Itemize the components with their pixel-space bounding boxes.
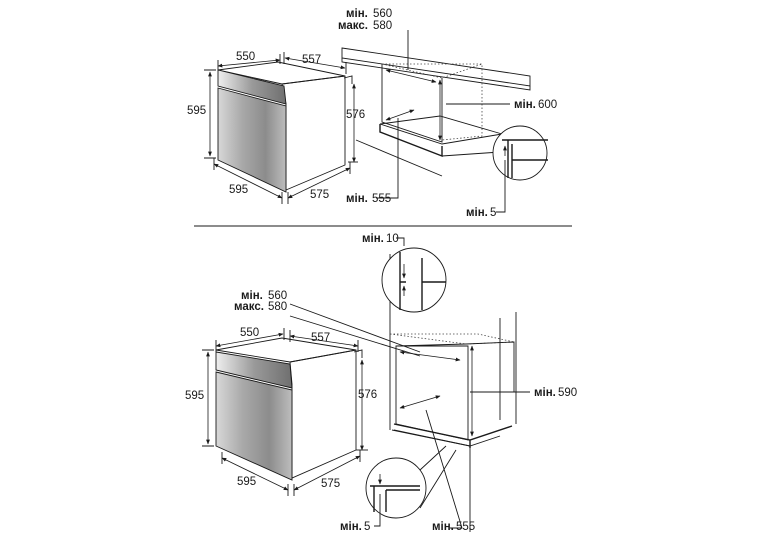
top-depth-value: 555 <box>372 193 391 205</box>
bottom-gap-value: 5 <box>364 521 370 533</box>
bottom-cabinet-leaders <box>289 303 530 529</box>
bottom-cabinet-panels <box>389 254 517 532</box>
bottom-height-prefix: мін. <box>534 387 556 399</box>
bottom-oven-door <box>215 371 293 481</box>
bottom-max-prefix: макс. <box>234 301 264 313</box>
top-oven-front-width-label: 595 <box>229 184 248 196</box>
bottom-low-zoom-detail <box>370 485 420 512</box>
top-countertop <box>341 47 531 87</box>
top-height-value: 600 <box>538 99 557 111</box>
top-height-prefix: мін. <box>514 99 536 111</box>
bottom-depth-prefix: мін. <box>432 521 454 533</box>
top-oven-side-depth-label: 575 <box>310 189 329 201</box>
bottom-low-zoom-circle <box>365 457 427 519</box>
top-min-value: 560 <box>373 8 392 20</box>
bottom-oven-front-width-label: 595 <box>237 476 256 488</box>
bottom-oven-dims <box>202 328 368 496</box>
top-oven-width-label: 550 <box>236 51 255 63</box>
top-cabinet-floor <box>355 139 501 177</box>
bottom-cabinet <box>289 237 530 532</box>
top-cabinet-leaders <box>376 30 510 199</box>
bottom-min-value: 560 <box>268 290 287 302</box>
bottom-oven-depth-label: 557 <box>311 332 330 344</box>
top-zoom-circle <box>492 125 548 181</box>
top-countertop-edge <box>341 58 531 91</box>
bottom-oven-flange <box>353 349 363 358</box>
bottom-cabinet-opening <box>395 345 469 441</box>
top-cabinet-walls <box>381 64 443 143</box>
top-depth-prefix: мін. <box>346 193 368 205</box>
top-min-prefix: мін. <box>346 8 368 20</box>
bottom-zoom-connectors <box>419 445 457 509</box>
top-zoom-leader <box>496 160 506 213</box>
bottom-top-zoom-circle <box>381 247 447 313</box>
bottom-top-gap-prefix: мін. <box>362 233 384 245</box>
bottom-height-value: 590 <box>558 387 577 399</box>
bottom-oven-right-height-label: 576 <box>358 389 377 401</box>
top-oven-right-height-label: 576 <box>346 109 365 121</box>
top-oven: 550 557 595 576 595 575 <box>187 51 365 204</box>
bottom-cabinet-shelf <box>393 423 513 448</box>
top-oven-control-panel <box>217 69 287 105</box>
bottom-min-prefix: мін. <box>241 290 263 302</box>
bottom-oven-side <box>289 349 357 479</box>
top-max-value: 580 <box>373 20 392 32</box>
top-cabinet-dotted <box>381 63 483 141</box>
bottom-oven-side-depth-label: 575 <box>321 478 340 490</box>
top-gap-prefix: мін. <box>466 207 488 219</box>
top-oven-side <box>281 75 346 191</box>
bottom-oven: 550 557 595 576 595 575 <box>185 327 377 496</box>
top-cabinet <box>341 30 548 213</box>
bottom-low-zoom-leader <box>374 494 381 527</box>
bottom-oven-width-label: 550 <box>240 327 259 339</box>
top-oven-dims <box>204 52 358 204</box>
top-oven-door <box>217 87 287 193</box>
bottom-oven-control-panel <box>215 351 293 389</box>
bottom-gap-prefix: мін. <box>340 521 362 533</box>
top-oven-flange <box>343 75 353 84</box>
bottom-oven-height-label: 595 <box>185 390 204 402</box>
bottom-max-value: 580 <box>268 301 287 313</box>
bottom-top-zoom-leader <box>396 237 405 246</box>
top-gap-value: 5 <box>490 207 496 219</box>
bottom-top-gap-value: 10 <box>386 233 399 245</box>
top-cabinet-shelf-front <box>379 124 443 158</box>
bottom-top-zoom-detail <box>399 252 446 310</box>
bottom-depth-value: 555 <box>456 521 475 533</box>
top-oven-height-label: 595 <box>187 105 206 117</box>
top-max-prefix: макс. <box>338 20 368 32</box>
top-oven-depth-label: 557 <box>302 54 321 66</box>
top-zoom-detail <box>502 139 548 178</box>
bottom-cabinet-floor <box>393 429 501 447</box>
